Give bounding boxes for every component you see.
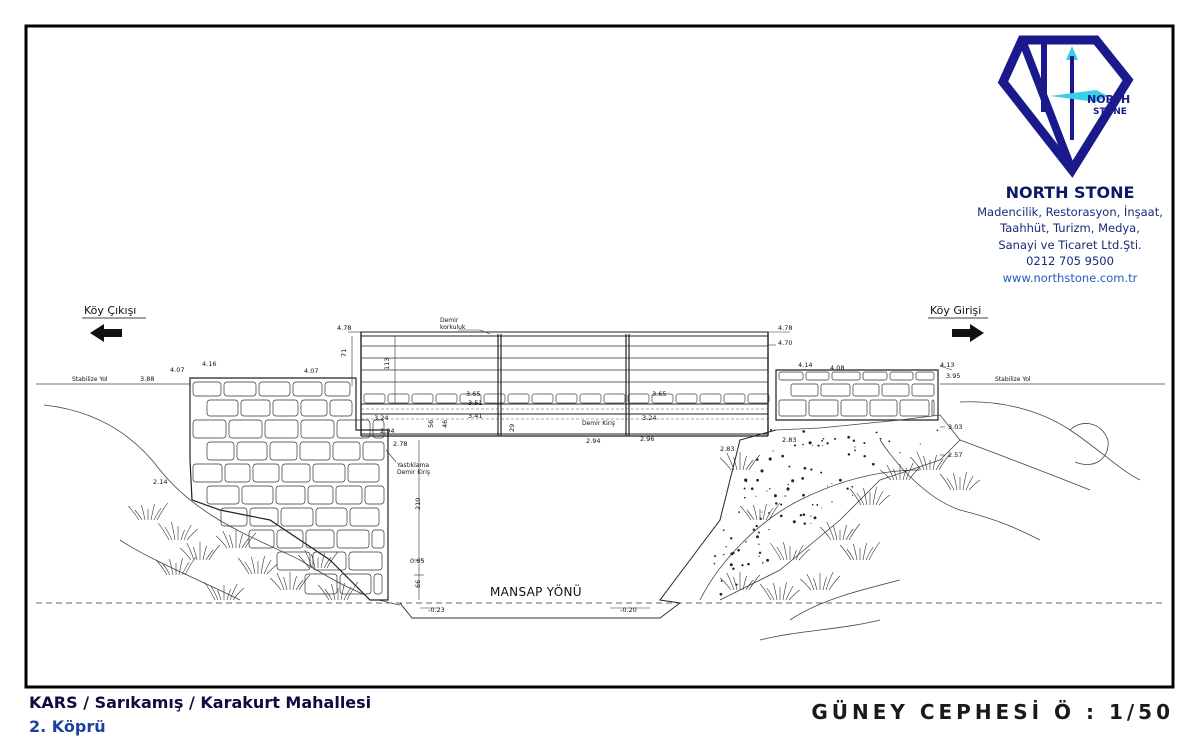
level-bank-right-1: 3.03 (948, 423, 962, 431)
level-rail-top-right: 4.78 (778, 324, 792, 332)
river-bed (399, 602, 681, 619)
level-seat-left-2: 2.78 (393, 440, 407, 448)
dim-deck-46: 46 (441, 420, 449, 428)
leader-lines (348, 329, 953, 609)
level-road-right: 3.95 (946, 372, 960, 380)
bearing-label-2: Demir Kiriş (397, 469, 430, 476)
beam-label: Demir Kiriş (582, 420, 615, 427)
company-line-2: Taahhüt, Turizm, Medya, (999, 221, 1140, 235)
level-bottom-2: 2.96 (640, 435, 654, 443)
level-seat-right-2: 2.83 (782, 436, 796, 444)
right-abutment (659, 369, 961, 604)
exit-label: Köy Çıkışı (84, 304, 136, 317)
railing-label-1: Demir (440, 317, 459, 324)
arrow-right-icon (952, 324, 984, 342)
dim-rail-inner: 113 (383, 358, 391, 370)
level-river-left: -0.23 (428, 606, 445, 614)
company-name: NORTH STONE (1006, 183, 1135, 202)
bearing-label-1: Yastıklama (396, 462, 429, 469)
level-bottom-1: 2.94 (586, 437, 600, 445)
level-deck-2: 3.51 (468, 399, 482, 407)
vegetation (127, 451, 980, 601)
level-abut-l3: 4.07 (304, 367, 318, 375)
entry-label: Köy Girişi (930, 304, 981, 317)
item-label: 2. Köprü (29, 717, 106, 736)
level-beam-right: 3.24 (642, 414, 656, 422)
level-river-right: -0.20 (620, 606, 637, 614)
location-label: KARS / Sarıkamış / Karakurt Mahallesi (29, 693, 372, 712)
company-phone: 0212 705 9500 (1026, 254, 1114, 268)
terrain (36, 383, 1165, 641)
drawing-frame (24, 24, 1175, 689)
north-stone-logo: NORTH STONE (997, 35, 1134, 178)
level-bank-right-2: 2.57 (948, 451, 962, 459)
level-seat-right-1: 2.83 (720, 445, 734, 453)
level-rail-top-right-2: 4.70 (778, 339, 792, 347)
flow-direction-label: MANSAP YÖNÜ (490, 583, 582, 599)
level-deck-3: 3.41 (468, 412, 482, 420)
logo-text-north: NORTH (1087, 93, 1130, 106)
level-abut-l2: 4.16 (202, 360, 216, 368)
dim-base-66: 66 (414, 580, 422, 588)
dim-rail-height: 71 (340, 349, 348, 357)
road-left-label: Stabilize Yol (72, 376, 108, 383)
level-beam-left: 3.24 (374, 414, 388, 422)
level-annotations: Stabilize Yol 3.88 4.07 4.16 4.07 4.78 D… (72, 317, 1031, 614)
logo-text-stone: STONE (1093, 107, 1127, 117)
dim-deck-29: 29 (508, 424, 516, 432)
arrow-left-icon (90, 324, 122, 342)
level-road-left: 3.88 (140, 375, 154, 383)
level-pier-base: 0.65 (410, 557, 424, 565)
dim-deck-56: 56 (427, 420, 435, 428)
level-seat-left: 2.94 (380, 427, 394, 435)
company-line-1: Madencilik, Restorasyon, İnşaat, (977, 204, 1163, 219)
level-abut-l1: 4.07 (170, 366, 184, 374)
company-line-3: Sanayi ve Ticaret Ltd.Şti. (998, 238, 1141, 252)
railing-label-2: korkuluk (440, 324, 466, 331)
level-deck-4: 3.65 (652, 390, 666, 398)
level-deck-1: 3.65 (466, 390, 480, 398)
left-abutment (189, 377, 389, 601)
dim-clear-210: 210 (414, 498, 422, 510)
road-right-label: Stabilize Yol (995, 376, 1031, 383)
entry-direction: Köy Girişi (928, 304, 988, 342)
drawing-title: GÜNEY CEPHESİ Ö : 1/50 (811, 700, 1174, 724)
level-bank-left: 2.14 (153, 478, 167, 486)
level-abut-r1: 4.14 (798, 361, 812, 369)
bridge-structure (360, 331, 770, 437)
dimension-annotations: 71 113 56 46 29 210 66 (340, 349, 516, 588)
company-website: www.northstone.com.tr (1003, 271, 1138, 285)
level-abut-r2: 4.08 (830, 364, 844, 372)
level-rail-top-left: 4.78 (337, 324, 351, 332)
exit-direction: Köy Çıkışı (82, 304, 146, 342)
level-abut-r3: 4.13 (940, 361, 954, 369)
